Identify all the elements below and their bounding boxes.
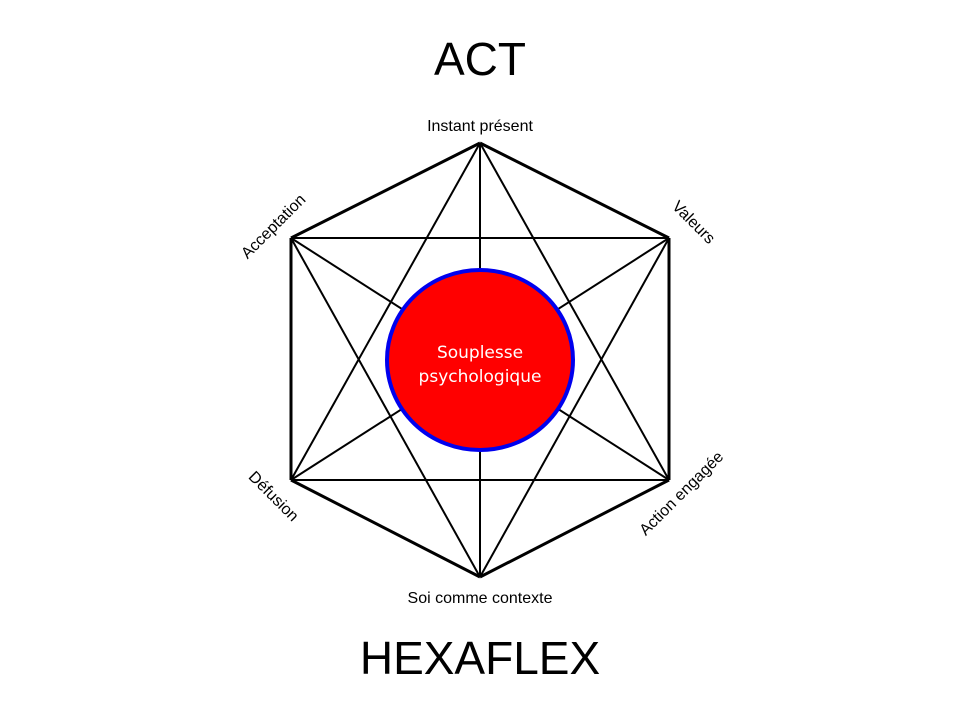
- hexagon-edge: [290, 478, 481, 579]
- label-soi-comme-contexte: Soi comme contexte: [408, 590, 553, 607]
- diagram-title: ACT: [434, 33, 526, 85]
- center-label-line1: Souplesse: [437, 343, 523, 363]
- diagonal-line: [290, 237, 481, 578]
- diagonal-line: [479, 237, 670, 578]
- hexagon-edge: [290, 141, 481, 240]
- diagonal-line: [479, 142, 670, 481]
- label-action-engagee: Action engagée: [636, 448, 727, 539]
- label-valeurs: Valeurs: [668, 198, 718, 248]
- diagonal-line: [290, 142, 481, 481]
- center-label-line2: psychologique: [419, 367, 542, 387]
- connections: [289, 141, 671, 579]
- hexagon-edge: [479, 478, 670, 579]
- hexagon-edge: [479, 141, 670, 240]
- center-circle: [385, 268, 575, 452]
- diagram-subtitle: HEXAFLEX: [360, 632, 600, 684]
- label-instant-present: Instant présent: [427, 118, 533, 135]
